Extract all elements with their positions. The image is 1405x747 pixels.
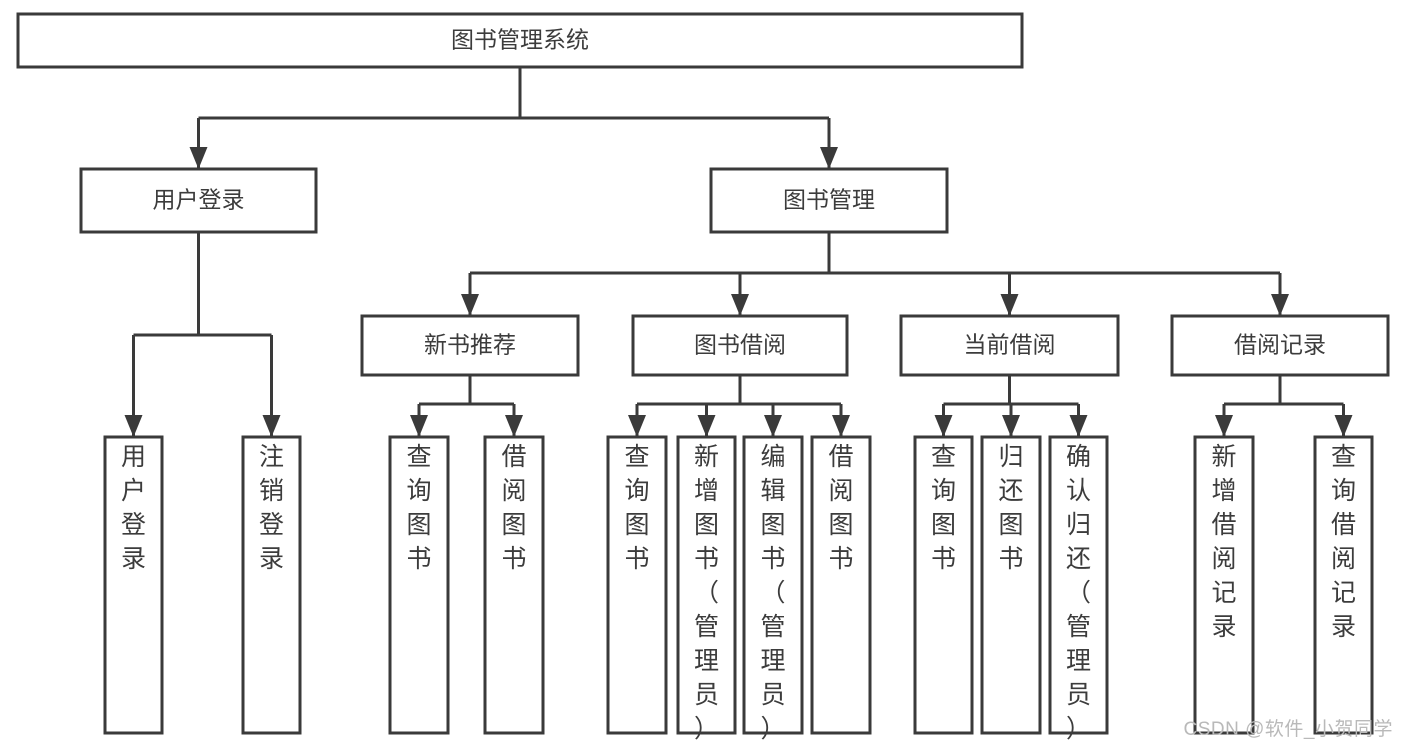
arrow-head-icon [1271,294,1289,316]
arrow-head-icon [124,415,143,437]
node-box-leaf-add-record [1193,435,1255,735]
node-box-root [16,12,1024,69]
arrow-head-icon [764,415,782,437]
node-label-leaf-query-book-2: 查询图书 [624,443,649,573]
node-label-leaf-add-record: 新增借阅记录 [1211,443,1236,641]
arrow-head-icon [262,415,281,437]
node-box-leaf-query-book-3 [913,435,974,735]
arrow-head-icon [1002,415,1020,437]
node-layer: 图书管理系统用户登录图书管理用户登录注销登录新书推荐图书借阅当前借阅借阅记录查询… [16,12,1390,743]
arrow-head-icon [505,415,523,437]
node-label-new-book-recommend: 新书推荐 [424,332,516,358]
node-label-book-management: 图书管理 [783,187,875,213]
arrow-head-icon [697,415,716,437]
arrow-head-icon [410,415,428,437]
arrow-head-icon [189,147,208,169]
node-label-leaf-query-book-3: 查询图书 [931,443,956,573]
node-user-login[interactable]: 用户登录 [79,167,318,234]
node-leaf-borrow-book-1[interactable]: 借阅图书 [483,435,545,735]
node-label-leaf-query-record: 查询借阅记录 [1331,443,1356,641]
arrow-head-icon [820,147,838,169]
arrow-head-icon [731,294,749,316]
node-box-leaf-add-book [676,435,737,735]
node-label-leaf-user-logout: 注销登录 [259,443,284,573]
node-book-borrow[interactable]: 图书借阅 [631,314,849,377]
node-leaf-query-book-1[interactable]: 查询图书 [388,435,450,735]
node-leaf-return-book[interactable]: 归还图书 [980,435,1042,735]
node-box-leaf-return-book [980,435,1042,735]
node-label-book-borrow: 图书借阅 [694,332,786,358]
node-leaf-query-record[interactable]: 查询借阅记录 [1313,435,1374,735]
connector-layer [124,67,1353,437]
node-current-borrow[interactable]: 当前借阅 [899,314,1120,377]
arrow-head-icon [461,294,479,316]
node-leaf-query-book-3[interactable]: 查询图书 [913,435,974,735]
node-label-leaf-edit-book: 编辑图书（管理员） [760,443,785,743]
node-label-current-borrow: 当前借阅 [964,332,1056,358]
watermark-label: CSDN @软件_小贺同学 [1183,719,1393,740]
node-label-leaf-return-book: 归还图书 [998,443,1023,573]
node-box-leaf-user-logout [241,435,302,735]
node-book-management[interactable]: 图书管理 [709,167,949,234]
node-leaf-query-book-2[interactable]: 查询图书 [606,435,668,735]
node-box-borrow-records [1170,314,1390,377]
node-box-leaf-confirm-return [1048,435,1109,735]
node-leaf-borrow-book-2[interactable]: 借阅图书 [810,435,872,735]
arrow-head-icon [1334,415,1353,437]
arrow-head-icon [628,415,646,437]
arrow-head-icon [1069,415,1088,437]
node-box-book-borrow [631,314,849,377]
arrow-head-icon [1000,294,1019,316]
node-leaf-user-login[interactable]: 用户登录 [103,435,164,735]
node-label-leaf-borrow-book-2: 借阅图书 [828,443,853,573]
node-box-book-management [709,167,949,234]
node-box-leaf-user-login [103,435,164,735]
node-label-leaf-user-login: 用户登录 [121,443,146,573]
node-box-leaf-edit-book [742,435,804,735]
node-box-new-book-recommend [360,314,580,377]
node-new-book-recommend[interactable]: 新书推荐 [360,314,580,377]
node-box-leaf-query-record [1313,435,1374,735]
node-box-leaf-borrow-book-1 [483,435,545,735]
arrow-head-icon [1215,415,1233,437]
node-root[interactable]: 图书管理系统 [16,12,1024,69]
node-borrow-records[interactable]: 借阅记录 [1170,314,1390,377]
node-leaf-edit-book[interactable]: 编辑图书（管理员） [742,435,804,743]
node-box-leaf-query-book-2 [606,435,668,735]
node-label-leaf-confirm-return: 确认归还（管理员） [1066,443,1091,743]
node-box-leaf-query-book-1 [388,435,450,735]
arrow-head-icon [832,415,850,437]
node-leaf-add-record[interactable]: 新增借阅记录 [1193,435,1255,735]
node-label-leaf-query-book-1: 查询图书 [406,443,431,573]
node-label-leaf-borrow-book-1: 借阅图书 [501,443,526,573]
node-label-user-login: 用户登录 [153,187,245,213]
node-label-leaf-add-book: 新增图书（管理员） [694,443,719,743]
node-box-current-borrow [899,314,1120,377]
node-leaf-confirm-return[interactable]: 确认归还（管理员） [1048,435,1109,743]
node-label-borrow-records: 借阅记录 [1234,332,1326,358]
node-label-root: 图书管理系统 [451,27,589,53]
node-leaf-add-book[interactable]: 新增图书（管理员） [676,435,737,743]
node-leaf-user-logout[interactable]: 注销登录 [241,435,302,735]
node-box-leaf-borrow-book-2 [810,435,872,735]
node-box-user-login [79,167,318,234]
arrow-head-icon [934,415,953,437]
